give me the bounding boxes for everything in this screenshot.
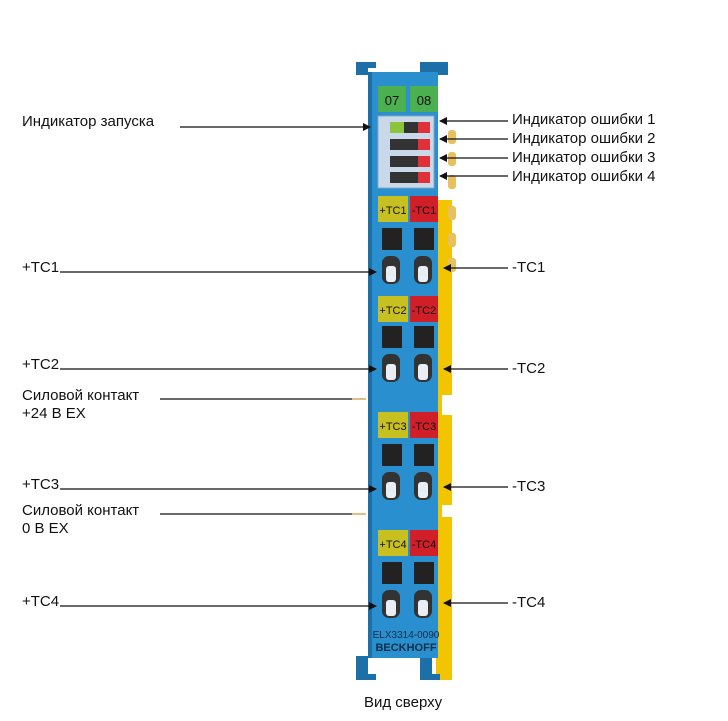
label-minus-tc4: -TC4 xyxy=(512,594,546,611)
label-plus-tc3: +TC3 xyxy=(22,476,60,493)
terminal-group-4 xyxy=(378,530,438,618)
label-plus-tc2: +TC2 xyxy=(22,356,60,373)
minus-tc1-tag: -TC1 xyxy=(412,205,436,217)
contact-slot xyxy=(382,444,402,466)
header-right-text: 08 xyxy=(417,93,431,108)
error-led-2 xyxy=(418,139,430,150)
brand-logo-text: BECKHOFF xyxy=(375,642,436,654)
minus-tc3-tag: -TC3 xyxy=(412,421,436,433)
contact-slot xyxy=(414,562,434,584)
contact-slot xyxy=(414,444,434,466)
minus-tc4-tag: -TC4 xyxy=(412,539,436,551)
top-latch xyxy=(356,62,376,75)
header-right-box xyxy=(410,86,438,112)
contact-slot xyxy=(414,228,434,250)
plus-tc3-tag: +TC3 xyxy=(379,421,406,433)
terminal-group-2 xyxy=(378,296,438,382)
contact-slot xyxy=(382,326,402,348)
run-led xyxy=(390,122,404,133)
minus-tc2-tag: -TC2 xyxy=(412,305,436,317)
label-error-4: Индикатор ошибки 4 xyxy=(512,168,656,185)
label-error-3: Индикатор ошибки 3 xyxy=(512,149,656,166)
header-left-box xyxy=(378,86,406,112)
label-power-0-line1: Силовой контакт xyxy=(22,502,140,519)
label-run-indicator: Индикатор запуска xyxy=(22,113,155,130)
contact-slot xyxy=(414,326,434,348)
label-plus-tc4: +TC4 xyxy=(22,593,60,610)
label-error-2: Индикатор ошибки 2 xyxy=(512,130,656,147)
label-minus-tc1: -TC1 xyxy=(512,259,546,276)
yellow-side-strip xyxy=(436,200,452,680)
contact-slot xyxy=(382,562,402,584)
terminal-group-3 xyxy=(378,412,438,500)
plus-tc4-tag: +TC4 xyxy=(379,539,406,551)
terminal-group-1 xyxy=(378,196,438,284)
header-left-text: 07 xyxy=(385,93,399,108)
caption-top-view: Вид сверху xyxy=(364,694,443,711)
contact-slot xyxy=(382,228,402,250)
label-error-1: Индикатор ошибки 1 xyxy=(512,111,656,128)
bottom-latch xyxy=(356,656,376,680)
label-power-0-line2: 0 В EX xyxy=(22,520,69,537)
label-minus-tc3: -TC3 xyxy=(512,478,546,495)
plus-tc2-tag: +TC2 xyxy=(379,305,406,317)
label-power-24-line2: +24 В EX xyxy=(22,405,86,422)
plus-tc1-tag: +TC1 xyxy=(379,205,406,217)
label-plus-tc1: +TC1 xyxy=(22,259,60,276)
error-led-4 xyxy=(418,172,430,183)
error-led-3 xyxy=(418,156,430,167)
label-power-24-line1: Силовой контакт xyxy=(22,387,140,404)
error-led-1 xyxy=(418,122,430,133)
model-number: ELX3314-0090 xyxy=(373,630,440,641)
label-minus-tc2: -TC2 xyxy=(512,360,546,377)
